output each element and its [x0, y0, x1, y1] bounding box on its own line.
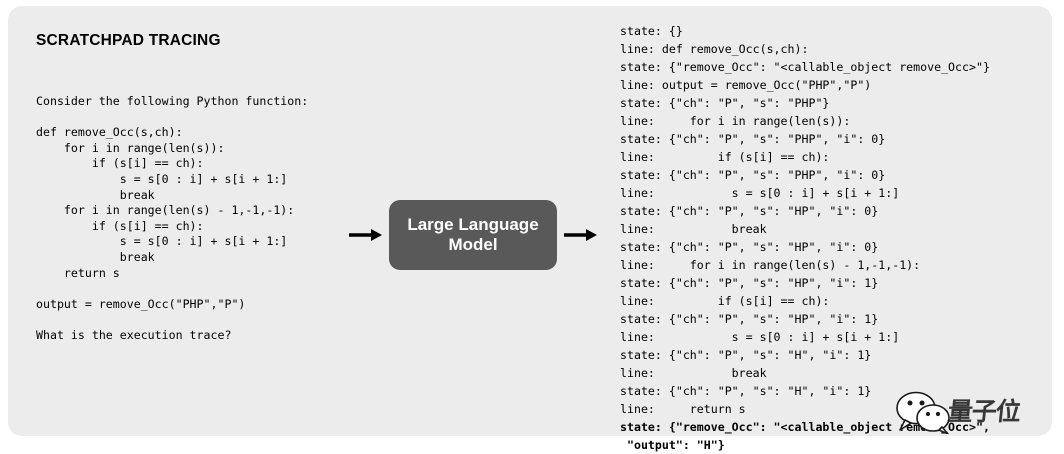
trace-line: line: if (s[i] == ch):: [620, 150, 830, 164]
trace-line: state: {"ch": "P", "s": "HP", "i": 1}: [620, 312, 879, 326]
trace-line: line: def remove_Occ(s,ch):: [620, 42, 809, 56]
trace-line: state: {"remove_Occ": "<callable_object …: [620, 420, 990, 434]
trace-line: state: {"ch": "P", "s": "PHP", "i": 0}: [620, 168, 886, 182]
trace-line: line: for i in range(len(s)):: [620, 114, 851, 128]
trace-line: line: for i in range(len(s) - 1,-1,-1):: [620, 258, 921, 272]
trace-line: state: {"ch": "P", "s": "PHP"}: [620, 96, 830, 110]
page-title: SCRATCHPAD TRACING: [36, 32, 221, 49]
figure-card: SCRATCHPAD TRACING Consider the followin…: [8, 6, 1052, 452]
prompt-panel: SCRATCHPAD TRACING Consider the followin…: [28, 20, 358, 420]
trace-line: state: {"ch": "P", "s": "HP", "i": 1}: [620, 276, 879, 290]
trace-line: line: break: [620, 222, 767, 236]
trace-line: line: return s: [620, 402, 746, 416]
trace-line: line: break: [620, 366, 767, 380]
trace-line: state: {"ch": "P", "s": "H", "i": 1}: [620, 384, 872, 398]
input-arrow-icon: [349, 228, 383, 247]
trace-line: line: s = s[0 : i] + s[i + 1:]: [620, 186, 900, 200]
trace-line: line: output = remove_Occ("PHP","P"): [620, 78, 872, 92]
trace-line: state: {}: [620, 24, 683, 38]
output-arrow-icon: [564, 228, 598, 247]
trace-line: state: {"ch": "P", "s": "HP", "i": 0}: [620, 204, 879, 218]
trace-line: line: s = s[0 : i] + s[i + 1:]: [620, 330, 900, 344]
trace-line: state: {"ch": "P", "s": "H", "i": 1}: [620, 348, 872, 362]
trace-output-panel: state: {} line: def remove_Occ(s,ch):stat…: [620, 22, 1060, 454]
prompt-code-block: Consider the following Python function: …: [36, 94, 309, 342]
trace-line: state: {"ch": "P", "s": "HP", "i": 0}: [620, 240, 879, 254]
trace-line: state: {"ch": "P", "s": "PHP", "i": 0}: [620, 132, 886, 146]
trace-line: "output": "H"}: [620, 438, 725, 452]
trace-line: state: {"remove_Occ": "<callable_object …: [620, 60, 990, 74]
trace-line: line: if (s[i] == ch):: [620, 294, 830, 308]
